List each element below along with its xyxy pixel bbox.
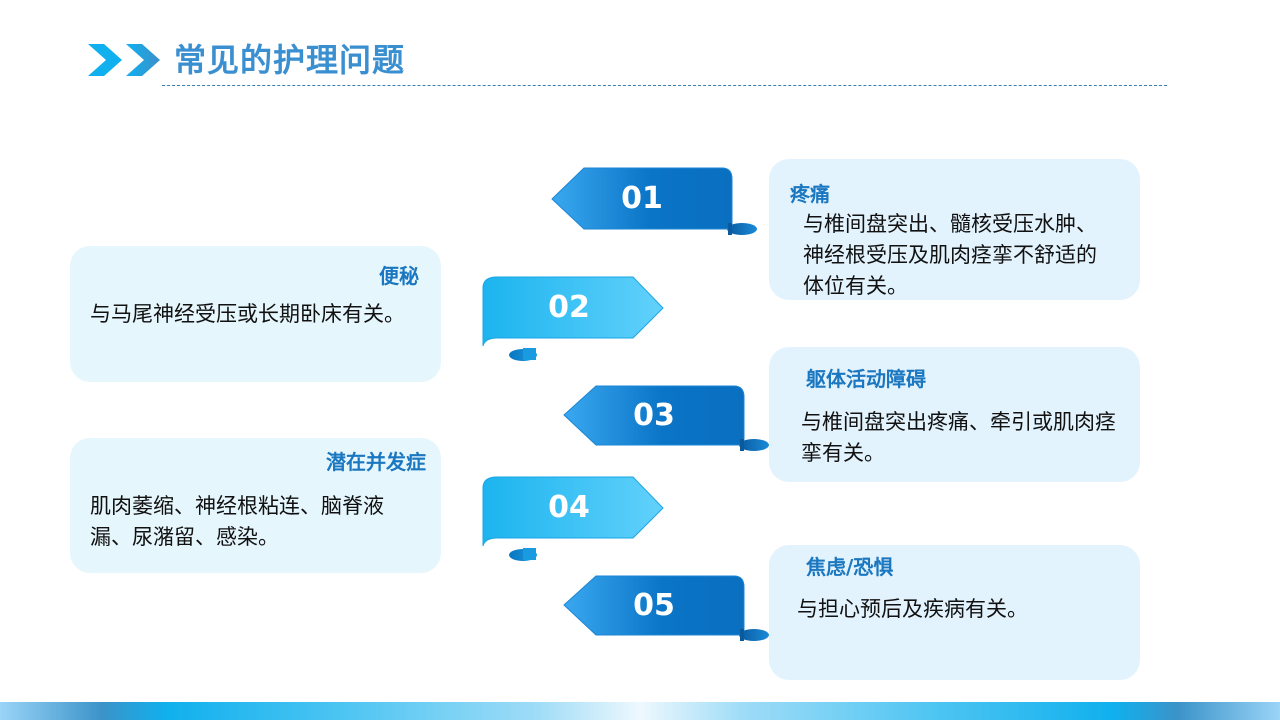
tag-number: 04: [548, 490, 590, 525]
page-title: 常见的护理问题: [174, 41, 406, 79]
tag-number: 02: [548, 290, 590, 325]
card-title: 焦虑/恐惧: [806, 555, 894, 579]
card-title: 疼痛: [790, 182, 830, 206]
card-title: 躯体活动障碍: [806, 367, 926, 391]
number-tag-01: 01: [551, 167, 762, 239]
card-pain: 疼痛 与椎间盘突出、髓核受压水肿、神经根受压及肌肉痉挛不舒适的体位有关。: [769, 159, 1140, 300]
card-body: 肌肉萎缩、神经根粘连、脑脊液漏、尿潴留、感染。: [90, 494, 384, 549]
number-tag-02: 02: [482, 276, 667, 362]
tag-number: 01: [621, 181, 663, 216]
bottom-gradient-bar: [0, 702, 1280, 720]
card-title: 潜在并发症: [326, 450, 426, 474]
card-body: 与担心预后及疾病有关。: [797, 597, 1028, 621]
card-body: 与椎间盘突出、髓核受压水肿、神经根受压及肌肉痉挛不舒适的体位有关。: [803, 212, 1097, 298]
number-tag-05: 05: [563, 575, 774, 647]
card-title: 便秘: [379, 264, 419, 288]
card-anxiety: 焦虑/恐惧 与担心预后及疾病有关。: [769, 545, 1140, 680]
number-tag-04: 04: [482, 476, 667, 562]
title-divider: [162, 85, 1167, 86]
card-constipation: 便秘 与马尾神经受压或长期卧床有关。: [70, 246, 441, 382]
tag-number: 03: [633, 398, 675, 433]
tag-number: 05: [633, 588, 675, 623]
card-complications: 潜在并发症 肌肉萎缩、神经根粘连、脑脊液漏、尿潴留、感染。: [70, 438, 441, 573]
card-mobility: 躯体活动障碍 与椎间盘突出疼痛、牵引或肌肉痉挛有关。: [769, 347, 1140, 482]
card-body: 与椎间盘突出疼痛、牵引或肌肉痉挛有关。: [801, 410, 1116, 465]
number-tag-03: 03: [563, 385, 774, 457]
double-chevron-right-icon: [88, 40, 168, 80]
card-body: 与马尾神经受压或长期卧床有关。: [90, 302, 405, 326]
